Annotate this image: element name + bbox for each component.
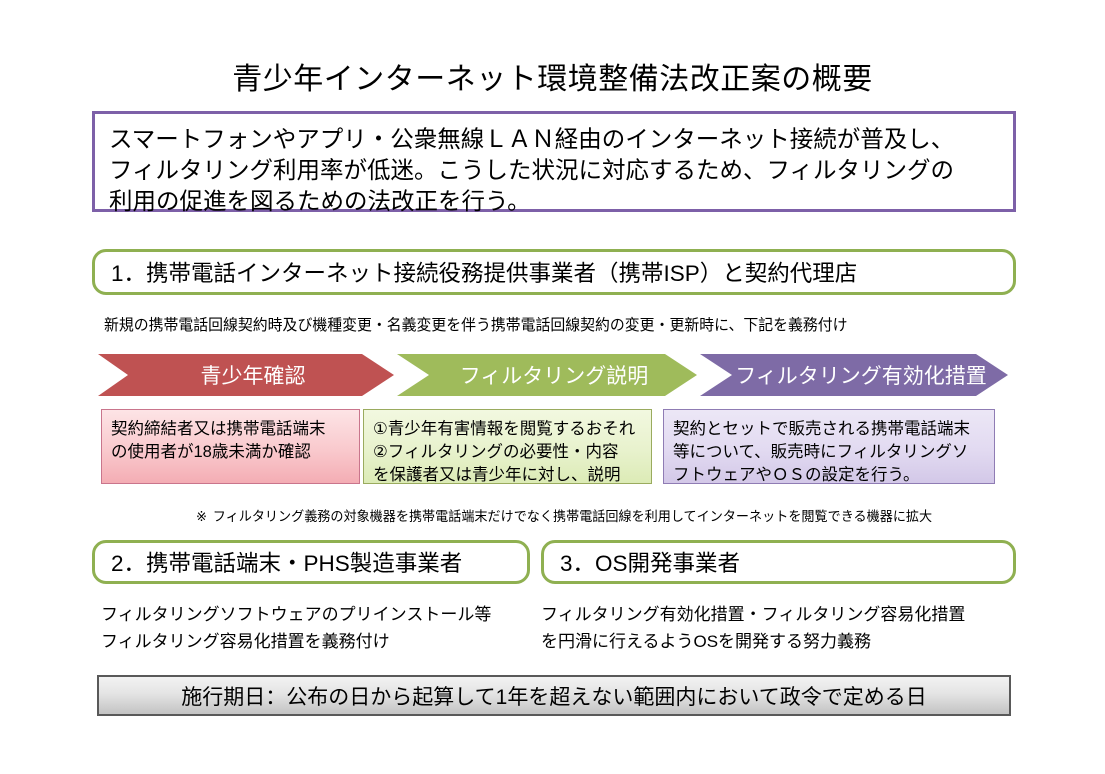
section-3-line-2: を円滑に行えるようOSを開発する努力義務 — [541, 632, 872, 651]
detail-3-line-1: 契約とセットで販売される携帯電話端末 — [673, 420, 970, 438]
summary-line-1: スマートフォンやアプリ・公衆無線ＬＡＮ経由のインターネット接続が普及し、 — [109, 126, 955, 152]
section-3-body: フィルタリング有効化措置・フィルタリング容易化措置 を円滑に行えるようOSを開発… — [541, 601, 965, 655]
detail-box-youth-verification: 契約締結者又は携帯電話端末 の使用者が18歳未満か確認 — [101, 409, 360, 484]
section-1-heading-label: 1．携帯電話インターネット接続役務提供事業者（携帯ISP）と契約代理店 — [111, 261, 858, 286]
chevron-step-1-label: 青少年確認 — [200, 365, 306, 388]
detail-3-line-3: フトウェアやＯＳの設定を行う。 — [673, 466, 920, 484]
section-2-line-2: フィルタリング容易化措置を義務付け — [101, 632, 390, 651]
section-3-header: 3．OS開発事業者 — [541, 540, 1016, 584]
section-1-header: 1．携帯電話インターネット接続役務提供事業者（携帯ISP）と契約代理店 — [92, 249, 1016, 295]
chevron-step-3-label: フィルタリング有効化措置 — [735, 365, 987, 388]
summary-box: スマートフォンやアプリ・公衆無線ＬＡＮ経由のインターネット接続が普及し、 フィル… — [92, 111, 1016, 214]
section-2-line-1: フィルタリングソフトウェアのプリインストール等 — [101, 605, 492, 624]
section-2-heading-label: 2．携帯電話端末・PHS製造事業者 — [111, 551, 463, 576]
effective-date-label: 施行期日：公布の日から起算して1年を超えない範囲内において政令で定める日 — [181, 685, 927, 709]
section-1-footnote-text: フィルタリング義務の対象機器を携帯電話端末だけでなく携帯電話回線を利用してインタ… — [212, 509, 933, 524]
process-chevron-band: 青少年確認 フィルタリング説明 フィルタリング有効化措置 — [98, 354, 1008, 396]
chevron-step-1: 青少年確認 — [98, 354, 394, 396]
detail-1-line-2: の使用者が18歳未満か確認 — [111, 443, 311, 461]
detail-1-line-1: 契約締結者又は携帯電話端末 — [111, 420, 326, 438]
detail-3-line-2: 等について、販売時にフィルタリングソ — [673, 443, 969, 461]
section-3-heading-label: 3．OS開発事業者 — [560, 551, 741, 576]
detail-2-line-3: を保護者又は青少年に対し、説明 — [373, 466, 621, 484]
section-2-body: フィルタリングソフトウェアのプリインストール等 フィルタリング容易化措置を義務付… — [101, 601, 491, 655]
chevron-step-2: フィルタリング説明 — [397, 354, 697, 396]
section-1-footnote: ※ フィルタリング義務の対象機器を携帯電話端末だけでなく携帯電話回線を利用してイン… — [196, 505, 932, 525]
page-title: 青少年インターネット環境整備法改正案の概要 — [232, 63, 873, 96]
chevron-step-3: フィルタリング有効化措置 — [700, 354, 1008, 396]
section-3-line-1: フィルタリング有効化措置・フィルタリング容易化措置 — [541, 605, 966, 624]
detail-box-filtering-explanation: ①青少年有害情報を閲覧するおそれ ②フィルタリングの必要性・内容 を保護者又は青… — [363, 409, 652, 484]
summary-line-2: フィルタリング利用率が低迷。こうした状況に対応するため、フィルタリングの — [109, 157, 955, 183]
effective-date-bar: 施行期日：公布の日から起算して1年を超えない範囲内において政令で定める日 — [97, 675, 1011, 716]
detail-2-line-1: ①青少年有害情報を閲覧するおそれ — [373, 420, 636, 438]
reference-mark-icon: ※ — [196, 509, 207, 524]
chevron-step-2-label: フィルタリング説明 — [459, 365, 649, 388]
detail-box-filtering-activation: 契約とセットで販売される携帯電話端末 等について、販売時にフィルタリングソ フト… — [663, 409, 995, 484]
detail-2-line-2: ②フィルタリングの必要性・内容 — [373, 443, 619, 461]
section-2-header: 2．携帯電話端末・PHS製造事業者 — [92, 540, 530, 584]
summary-line-3: 利用の促進を図るための法改正を行う。 — [109, 188, 531, 214]
section-1-note: 新規の携帯電話回線契約時及び機種変更・名義変更を伴う携帯電話回線契約の変更・更新… — [104, 317, 848, 334]
